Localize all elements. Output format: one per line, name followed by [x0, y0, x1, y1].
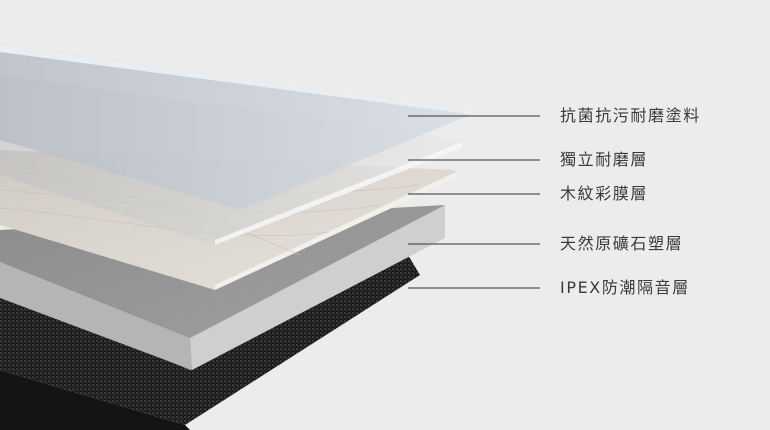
label-ipex-underlayer: IPEX防潮隔音層 [560, 278, 690, 297]
label-stone-plastic-core: 天然原礦石塑層 [560, 234, 684, 253]
coating-layer-shape [0, 45, 468, 210]
label-wear-layer: 獨立耐磨層 [560, 150, 649, 169]
label-wood-grain-film: 木紋彩膜層 [560, 184, 649, 203]
leader-lines [408, 115, 540, 289]
label-antibacterial-coating: 抗菌抗污耐磨塗料 [560, 106, 701, 125]
